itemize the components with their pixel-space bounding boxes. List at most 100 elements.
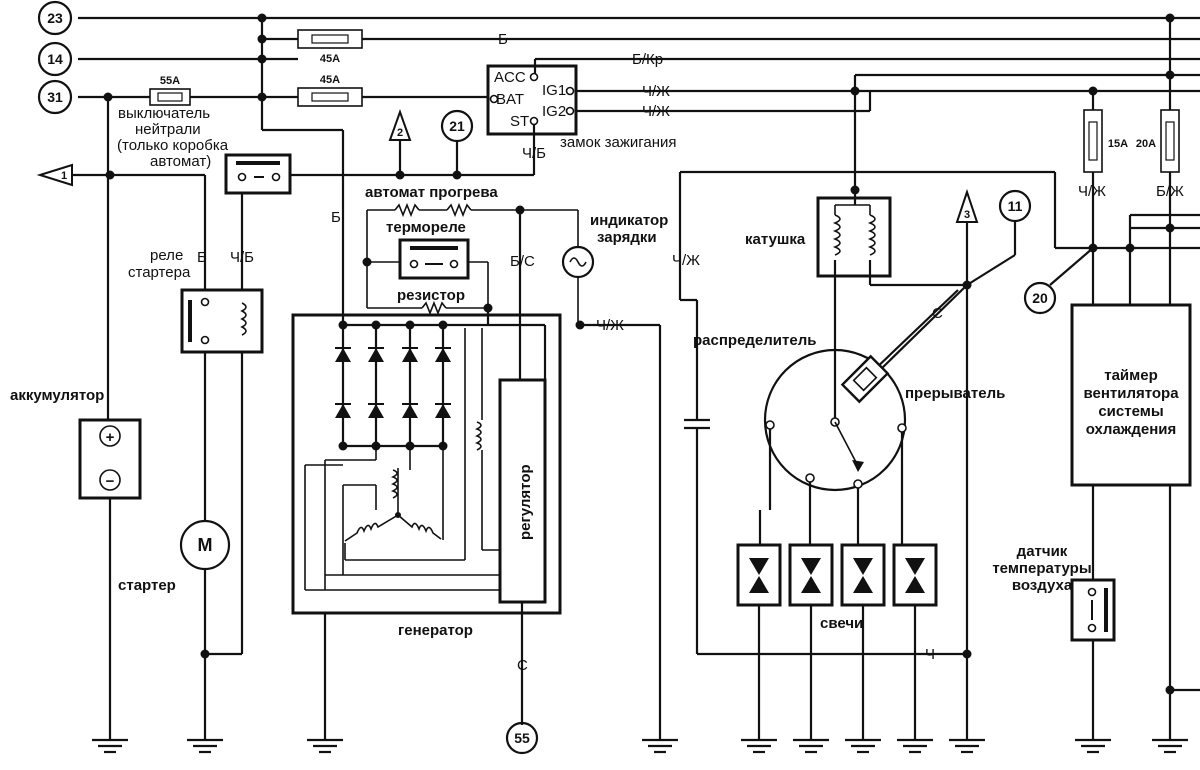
battery: + − [78,418,142,500]
regulator: регулятор [498,378,547,604]
svg-text:−: − [106,473,115,490]
fuse-45a-top: 45A [297,29,363,65]
svg-text:M: M [198,535,213,555]
spark-plug-1 [736,543,782,607]
charge-indicator-label: индикатор зарядки [590,212,668,246]
wire-label-ch-zh-gen: Ч/Ж [596,317,624,334]
connector-31: 31 [37,79,73,115]
svg-text:45A: 45A [320,74,340,86]
wire-label-b-left: Б [197,249,207,266]
ground-symbols [92,738,1188,754]
connector-20: 20 [1023,281,1057,315]
ground-plug-4 [897,738,933,754]
spark-plug-3 [840,543,886,607]
ground-sensor [1075,738,1111,754]
distributor-label: распределитель [693,332,816,349]
fuse-15a: 15A [1083,109,1128,173]
svg-text:стартера: стартера [128,264,191,281]
ignition-switch: ACC BAT ST IG1 IG2 замок зажигания [486,64,677,151]
svg-text:11: 11 [1008,198,1023,214]
diode-bridge [335,325,451,446]
svg-text:45A: 45A [320,53,340,65]
ignition-coil [816,196,892,278]
svg-text:таймер: таймер [1104,367,1158,384]
wire-label-b-zh-right: Б/Ж [1156,183,1184,200]
connector-23: 23 [37,0,73,36]
svg-text:IG2: IG2 [542,103,566,120]
generator: регулятор [291,313,562,615]
svg-text:ST: ST [510,113,529,130]
svg-text:выключатель: выключатель [118,105,210,122]
wire-label-ch-b-switch: Ч/Б [522,145,546,162]
neutral-switch [224,153,292,195]
spark-plug-2 [788,543,834,607]
ground-plug-3 [845,738,881,754]
connector-11: 11 [998,189,1032,223]
stator-windings [304,328,500,591]
svg-text:20A: 20A [1136,138,1156,150]
svg-text:вентилятора: вентилятора [1083,385,1179,402]
svg-text:регулятор: регулятор [517,464,534,540]
plugs-label: свечи [820,615,863,632]
ground-ch-zh [642,738,678,754]
resistor-label: резистор [397,287,465,304]
svg-text:55A: 55A [160,75,180,87]
svg-text:3: 3 [964,209,970,221]
spark-plug-4 [892,543,938,607]
relay-label: реле стартера [128,247,191,281]
distributor [763,348,907,492]
svg-text:20: 20 [1032,290,1048,306]
fuse-45a-mid: 45A [297,74,363,107]
wire-label-b-s: Б/С [510,253,535,270]
wire-label-ch-b-relay: Ч/Б [230,249,254,266]
svg-text:BAT: BAT [496,91,524,108]
ground-timer [1152,738,1188,754]
svg-text:14: 14 [47,51,63,67]
connector-55: 55 [505,721,539,755]
ground-starter [187,738,223,754]
ground-generator [307,738,343,754]
wire-label-ch-zh-2: Ч/Ж [642,103,670,120]
svg-text:индикатор: индикатор [590,212,668,229]
ground-breaker [949,738,985,754]
wire-label-c-coil: С [932,305,943,322]
wire-label-b-gen: Б [331,209,341,226]
svg-text:55: 55 [514,730,530,746]
generator-label: генератор [398,622,473,639]
capacitor-line [678,170,1200,656]
svg-text:IG1: IG1 [542,82,566,99]
wire-label-ch-zh-vert: Ч/Ж [672,252,700,269]
svg-text:автомат): автомат) [150,153,211,170]
svg-text:31: 31 [47,89,63,105]
coil-label: катушка [745,231,806,248]
svg-text:21: 21 [449,118,465,134]
svg-text:2: 2 [397,127,403,139]
air-temp-sensor [1070,578,1116,642]
svg-text:зарядки: зарядки [597,229,657,246]
svg-text:реле: реле [150,247,183,264]
svg-text:15A: 15A [1108,138,1128,150]
starter-relay [180,288,264,354]
svg-text:замок зажигания: замок зажигания [560,134,677,151]
connector-14: 14 [37,41,73,77]
svg-text:+: + [106,429,115,446]
wire-label-b-kr: Б/Кр [632,51,663,68]
terminal-1-marker: 1 [36,163,73,187]
svg-text:системы: системы [1098,403,1163,420]
spark-plugs [736,543,938,607]
svg-text:1: 1 [61,170,67,182]
warmup-label: автомат прогрева [365,184,498,201]
svg-text:(только коробка: (только коробка [117,137,229,154]
wire-label-ch-bottom: Ч [925,646,935,663]
wire-label-b-top: Б [498,31,508,48]
charge-indicator-lamp [561,245,595,279]
terminal-3-marker: 3 [955,188,979,223]
svg-text:охлаждения: охлаждения [1086,421,1177,438]
ground-battery [92,738,128,754]
svg-text:нейтрали: нейтрали [135,121,201,138]
wire-label-c-bottom: С [517,657,528,674]
breaker-contact [840,354,890,404]
svg-text:датчик: датчик [1017,543,1068,560]
ground-plug-1 [741,738,777,754]
